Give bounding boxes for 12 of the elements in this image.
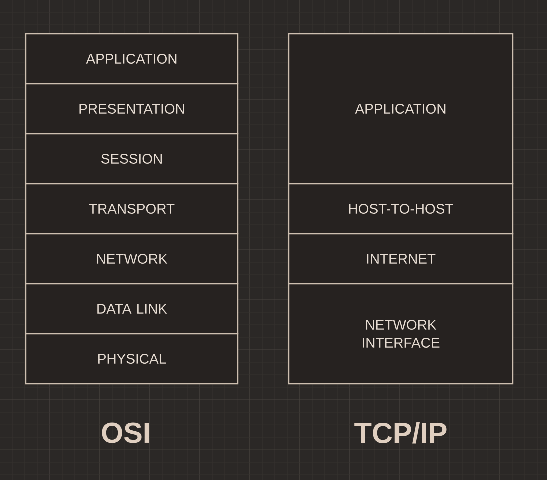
layer-box: NETWORK INTERFACE: [288, 283, 514, 385]
layer-box: DATA LINK: [25, 283, 239, 335]
layer-box: PHYSICAL: [25, 333, 239, 385]
model-title: OSI: [102, 422, 150, 444]
layer-box: NETWORK: [25, 233, 239, 285]
layer-box: TRANSPORT: [25, 183, 239, 235]
layer-box: SESSION: [25, 133, 239, 185]
layer-box: HOST-TO-HOST: [288, 183, 514, 235]
layer-box: INTERNET: [288, 233, 514, 285]
layer-box: APPLICATION: [25, 33, 239, 85]
layer-box: PRESENTATION: [25, 83, 239, 135]
model-title: TCP/IP: [354, 422, 447, 444]
